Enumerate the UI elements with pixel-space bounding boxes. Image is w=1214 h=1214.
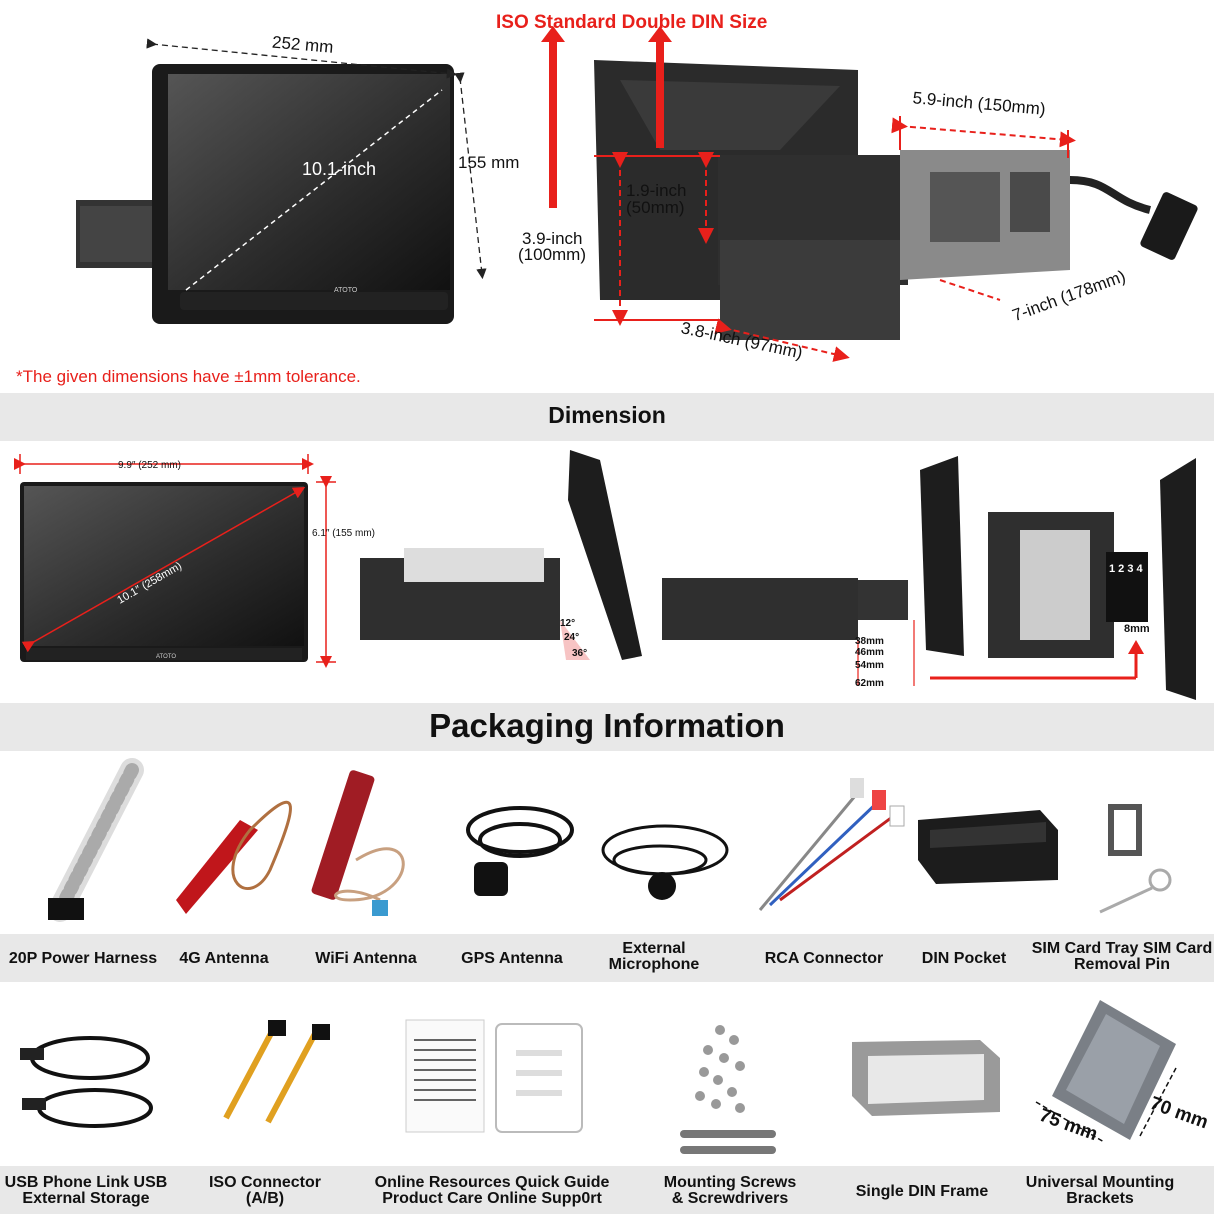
label-microphone: External Microphone [608,940,700,973]
depth-46: 46mm [855,647,884,658]
wifi-antenna-icon [311,770,405,916]
label-screws: Mounting Screws & Screwdrivers [663,1174,797,1207]
depth-view-unit [662,456,964,686]
front-view-unit [76,64,454,324]
label-din-pocket: DIN Pocket [921,950,1007,967]
microphone-icon [601,824,729,900]
outer-height-mm-label: (100mm) [518,245,586,264]
inner-height-mm-label: (50mm) [626,198,685,217]
dimension-title: Dimension [548,402,666,428]
label-brackets: Universal Mounting Brackets [1025,1174,1175,1207]
depth-top-label: 5.9-inch (150mm) [912,88,1046,119]
quick-guide-icon [405,1019,583,1133]
bracket-dim-b: 70 mm [1147,1093,1211,1133]
label-wifi-antenna: WiFi Antenna [315,950,417,967]
din-frame-icon [852,1040,1000,1116]
dim-brand: ATOTO [156,654,176,660]
dim-height-label: 6.1″ (155 mm) [312,528,375,539]
slot-digits: 1 2 3 4 [1109,563,1144,575]
label-iso-connector: ISO Connector (A/B) [208,1174,321,1207]
depth-38: 38mm [855,636,884,647]
label-sim-tray: SIM Card Tray SIM Card Removal Pin [1031,940,1213,973]
dim-width-label: 9.9″ (252 mm) [118,460,181,471]
label-usb: USB Phone Link USB External Storage [4,1174,168,1207]
rca-connector-icon [758,778,905,911]
row1-label-band [0,934,1214,982]
usb-cable-icon [20,1036,153,1128]
iso-title: ISO Standard Double DIN Size [496,12,767,33]
power-harness-icon [48,758,144,922]
label-gps-antenna: GPS Antenna [461,950,563,967]
row2-label-band [0,1166,1214,1214]
dimension-band [0,393,1214,441]
gps-antenna-icon [466,806,574,896]
front-height-label: 155 mm [458,153,519,172]
tolerance-note: *The given dimensions have ±1mm toleranc… [16,367,361,386]
iso-connector-icon [223,1020,330,1124]
side-view-unit [594,60,1198,340]
label-quick-guide: Online Resources Quick Guide Product Car… [374,1174,610,1207]
inner-height-label: 1.9-inch [626,181,686,200]
angle-12: 12° [560,618,575,629]
front-brand: ATOTO [334,287,358,294]
label-power-harness: 20P Power Harness [8,950,158,967]
label-din-frame: Single DIN Frame [855,1183,989,1200]
label-rca: RCA Connector [764,950,884,967]
rear-view-unit [930,458,1196,700]
packaging-band [0,703,1214,751]
4g-antenna-icon [176,800,292,914]
bracket-icon [1035,1000,1177,1143]
sim-tray-icon [1099,804,1172,914]
depth-54: 54mm [855,660,884,671]
front-diagonal-label: 10.1-inch [302,159,376,179]
offset-label: 8mm [1124,623,1150,635]
width-right-label: 7-inch (178mm) [1010,267,1128,326]
tilt-view-unit [360,450,642,660]
packaging-title: Packaging Information [429,707,785,744]
angle-24: 24° [564,632,579,643]
din-pocket-icon [918,810,1058,884]
outer-height-label: 3.9-inch [522,229,582,248]
front-width-label: 252 mm [271,33,334,57]
angle-36: 36° [572,648,587,659]
screws-icon [680,1025,776,1154]
label-4g-antenna: 4G Antenna [179,950,269,967]
depth-62: 62mm [855,678,884,689]
